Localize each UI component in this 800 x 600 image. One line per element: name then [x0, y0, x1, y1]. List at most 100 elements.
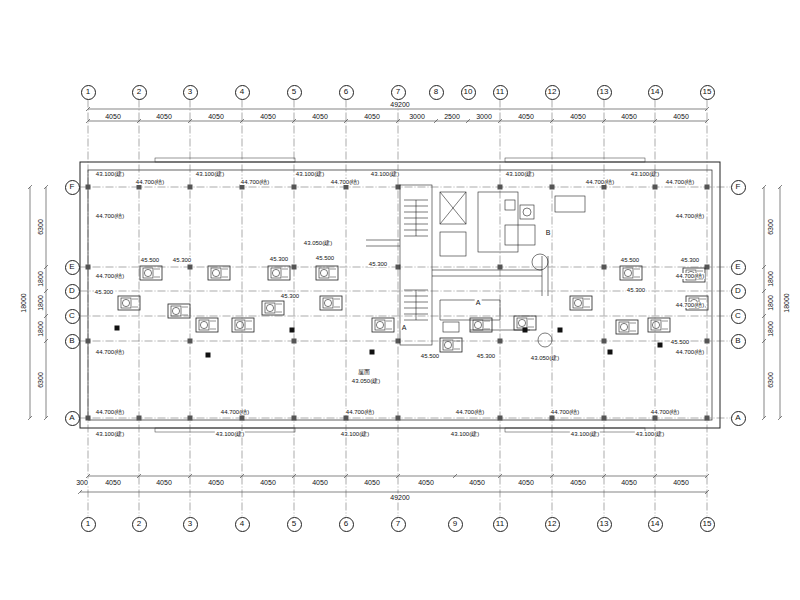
elevation-text: 45.500	[140, 257, 160, 263]
axis-line	[190, 100, 191, 517]
elevation-text: 43.100(建)	[570, 431, 600, 437]
axis-bubble: 10	[461, 85, 476, 100]
dimension-text: 300	[75, 479, 89, 486]
axis-bubble: 13	[597, 517, 612, 532]
dimension-text: 4050	[259, 479, 277, 486]
axis-label: 14	[651, 88, 660, 96]
axis-label: F	[736, 183, 741, 191]
dimension-text: 6300	[767, 371, 774, 389]
dimension-text: 1800	[37, 294, 44, 312]
elevation-text: 45.500	[315, 255, 335, 261]
axis-line	[80, 418, 731, 419]
axis-line	[346, 100, 347, 517]
elevation-text: 44.700(结)	[220, 409, 250, 415]
elevation-text: 43.100(建)	[95, 431, 125, 437]
dimension-text: 4050	[363, 479, 381, 486]
dimension-text: A	[401, 324, 408, 331]
dimension-text: 1800	[37, 270, 44, 288]
elevation-text: 屋面	[357, 369, 371, 375]
elevation-text: 43.100(建)	[195, 171, 225, 177]
dimension-text: 6300	[37, 371, 44, 389]
axis-label: 8	[434, 88, 438, 96]
elevation-text: 43.050(建)	[351, 378, 381, 384]
axis-bubble: 7	[391, 85, 406, 100]
axis-label: 6	[344, 520, 348, 528]
axis-bubble: 5	[287, 517, 302, 532]
elevation-text: 44.700(结)	[95, 409, 125, 415]
axis-label: 15	[703, 520, 712, 528]
axis-bubble: F	[65, 180, 80, 195]
axis-line	[707, 100, 708, 517]
axis-bubble: 4	[235, 85, 250, 100]
axis-bubble: 14	[648, 517, 663, 532]
axis-label: 2	[137, 88, 141, 96]
axis-bubble: 6	[339, 517, 354, 532]
axis-bubble: 14	[648, 85, 663, 100]
axis-line	[80, 267, 731, 268]
axis-label: D	[735, 287, 741, 295]
axis-bubble: 11	[493, 517, 508, 532]
axis-bubble: A	[731, 411, 746, 426]
dimension-text: 1800	[37, 320, 44, 338]
elevation-text: 45.500	[420, 353, 440, 359]
dimension-text: 4050	[620, 113, 638, 120]
axis-line	[80, 316, 731, 317]
dimension-text: 1800	[767, 270, 774, 288]
dimension-text: 4050	[155, 113, 173, 120]
elevation-text: 44.700(结)	[95, 213, 125, 219]
axis-bubble: C	[731, 309, 746, 324]
axis-label: 2	[137, 520, 141, 528]
axis-bubble: 6	[339, 85, 354, 100]
axis-bubble: 5	[287, 85, 302, 100]
dimension-text: 6300	[37, 218, 44, 236]
dimension-text: 4050	[155, 479, 173, 486]
axis-label: B	[69, 337, 74, 345]
axis-label: 10	[464, 88, 473, 96]
axis-label: A	[69, 414, 74, 422]
elevation-text: 44.700(结)	[675, 349, 705, 355]
dimension-text: 4050	[672, 479, 690, 486]
elevation-text: 45.300	[280, 293, 300, 299]
axis-bubble: 15	[700, 517, 715, 532]
axis-bubble: 1	[81, 85, 96, 100]
dimension-text: 4050	[104, 479, 122, 486]
axis-label: 14	[651, 520, 660, 528]
dimension-text: 4050	[363, 113, 381, 120]
axis-label: D	[69, 287, 75, 295]
elevation-text: 44.700(结)	[550, 409, 580, 415]
elevation-text: 43.100(建)	[635, 431, 665, 437]
axis-label: E	[69, 263, 74, 271]
dimension-text: 4050	[259, 113, 277, 120]
axis-line	[242, 100, 243, 517]
axis-label: 1	[86, 520, 90, 528]
elevation-text: 44.700(结)	[240, 179, 270, 185]
axis-label: E	[735, 263, 740, 271]
elevation-text: 44.700(结)	[330, 179, 360, 185]
elevation-text: 43.100(建)	[95, 171, 125, 177]
axis-label: 3	[188, 88, 192, 96]
axis-label: 13	[600, 520, 609, 528]
axis-line	[294, 100, 295, 517]
dimension-text: 4050	[517, 479, 535, 486]
axis-bubble: 2	[132, 517, 147, 532]
axis-line	[398, 100, 399, 517]
axis-label: 9	[453, 520, 457, 528]
axis-line	[88, 100, 89, 517]
axis-label: B	[735, 337, 740, 345]
dimension-text: 4050	[207, 113, 225, 120]
elevation-text: 45.300	[94, 289, 114, 295]
elevation-text: 43.100(建)	[630, 171, 660, 177]
dimension-text: 4050	[672, 113, 690, 120]
axis-bubble: C	[65, 309, 80, 324]
elevation-text: 45.300	[476, 353, 496, 359]
axis-bubble: 12	[545, 517, 560, 532]
axis-label: C	[69, 312, 75, 320]
axis-label: 11	[496, 88, 504, 96]
axis-bubble: 12	[545, 85, 560, 100]
elevation-text: 44.700(结)	[675, 273, 705, 279]
dimension-text: 4050	[569, 479, 587, 486]
axis-bubble: 9	[448, 517, 463, 532]
axis-bubble: 3	[183, 85, 198, 100]
dimension-text: 4050	[417, 479, 435, 486]
dimension-text: 6300	[767, 218, 774, 236]
